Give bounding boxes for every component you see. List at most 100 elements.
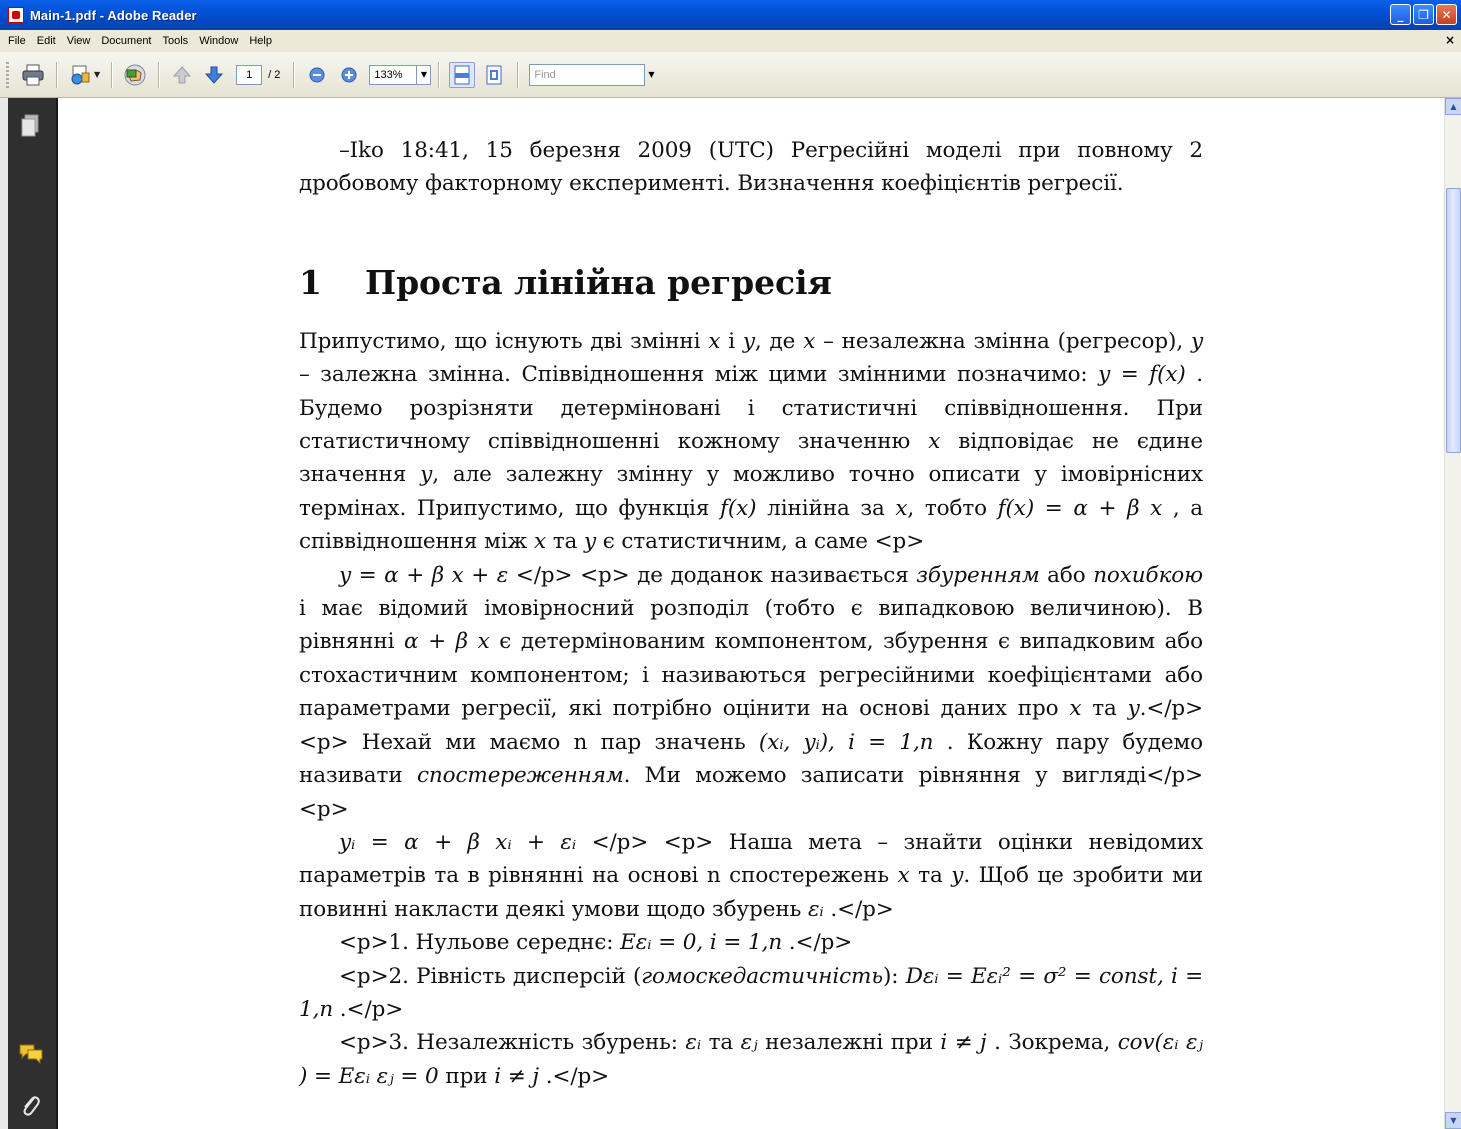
toolbar-separator — [56, 61, 57, 88]
text-run: і — [720, 328, 743, 354]
math-run: εⱼ — [740, 1030, 758, 1056]
math-run: x — [708, 328, 721, 354]
math-run: y — [1127, 696, 1140, 722]
text-run: лінійна за — [756, 495, 896, 521]
menu-document[interactable]: Document — [101, 35, 152, 47]
document-viewport[interactable]: –Iko 18:41, 15 березня 2009 (UTC) Регрес… — [58, 98, 1444, 1129]
zoom-level-field[interactable]: 133% — [369, 64, 418, 85]
zoom-out-icon[interactable] — [304, 62, 330, 88]
math-run: y — [420, 462, 433, 488]
scroll-down-icon[interactable]: ▼ — [1445, 1112, 1461, 1129]
math-run: x — [803, 328, 816, 354]
section-number: 1 — [299, 262, 322, 302]
menu-help[interactable]: Help — [249, 35, 272, 47]
emphasis-run: похибкою — [1093, 562, 1203, 588]
printer-icon[interactable] — [20, 62, 46, 88]
fit-page-icon[interactable] — [481, 62, 507, 88]
scrollbar-thumb[interactable] — [1446, 188, 1461, 453]
pages-panel-icon[interactable] — [20, 114, 40, 143]
page-number-input[interactable]: 1 — [236, 64, 263, 85]
toolbar-separator — [158, 61, 160, 88]
text-run: .</p> — [823, 896, 894, 922]
text-run: – залежна змінна. Співвідношення між цим… — [299, 362, 1099, 388]
email-icon[interactable] — [67, 62, 93, 88]
text-run: .</p> — [782, 930, 853, 956]
title-bar: Main-1.pdf - Adobe Reader _ ❐ ✕ — [0, 0, 1461, 30]
menu-window[interactable]: Window — [199, 35, 239, 47]
window-title: Main-1.pdf - Adobe Reader — [30, 7, 197, 23]
find-input[interactable]: Find — [529, 63, 646, 86]
find-dropdown-icon[interactable]: ▼ — [648, 70, 655, 79]
math-run: y = α + β x + ε — [339, 562, 509, 588]
navigation-panel — [0, 98, 58, 1129]
menu-view[interactable]: View — [66, 35, 91, 47]
text-run: . Кожну пару будемо називати — [299, 729, 1203, 789]
text-run: при — [438, 1063, 495, 1089]
text-run: . Будемо розрізняти детерміновані і стат… — [299, 362, 1204, 455]
math-run: Eεᵢ = 0, i = 1,n — [620, 930, 783, 956]
zoom-dropdown-icon[interactable]: ▼ — [417, 64, 432, 85]
text-run: або — [1039, 562, 1094, 588]
toolbar-separator — [517, 61, 519, 88]
math-run: cov(εᵢ εⱼ ) = Eεᵢ εⱼ = 0 — [299, 1030, 1203, 1089]
math-run: y — [1190, 328, 1204, 354]
menu-tools[interactable]: Tools — [162, 35, 189, 47]
math-run: y — [951, 863, 964, 889]
vertical-scrollbar[interactable]: ▲ ▼ — [1444, 98, 1461, 1129]
paragraph-4: <p>1. Нульове середнє: Eεᵢ = 0, i = 1,n … — [299, 926, 1203, 959]
text-run: і має відомий імовірносний розподіл (тоб… — [299, 596, 1203, 655]
math-run: x — [928, 429, 941, 455]
text-run: Припустимо, що існують дві змінні — [299, 328, 709, 354]
math-run: f(x) — [719, 495, 757, 521]
hand-tool-icon[interactable] — [122, 62, 148, 88]
next-page-icon[interactable] — [201, 62, 227, 88]
attachments-icon[interactable] — [20, 1092, 40, 1123]
math-run: Dεᵢ = Eεᵢ² = σ² = const, i = 1,n — [299, 963, 1203, 1022]
menu-file[interactable]: File — [8, 35, 26, 47]
minimize-button[interactable]: _ — [1390, 4, 1411, 25]
email-dropdown-icon[interactable]: ▼ — [94, 70, 101, 79]
adobe-reader-app-icon — [8, 7, 24, 23]
emphasis-run: спостереженням — [416, 763, 624, 789]
text-run: </p> <p> де доданок називається — [508, 562, 917, 588]
paragraph-2: y = α + β x + ε </p> <p> де доданок нази… — [299, 559, 1203, 826]
math-run: εᵢ — [685, 1030, 702, 1056]
scroll-up-icon[interactable]: ▲ — [1445, 98, 1461, 115]
math-run: yᵢ = α + β xᵢ + εᵢ — [339, 829, 577, 855]
emphasis-run: гомоскедастичність — [641, 963, 883, 989]
text-run: та — [1081, 696, 1128, 722]
text-run: відповідає не єдине значення — [299, 429, 1203, 488]
text-run: . Щоб це зробити ми повинні накласти дея… — [299, 863, 1203, 922]
math-run: y = f(x) — [1098, 362, 1186, 388]
previous-page-icon[interactable] — [169, 62, 195, 88]
menu-edit[interactable]: Edit — [36, 35, 56, 47]
text-run: . Ми можемо записати рівняння у вигляді<… — [299, 763, 1203, 822]
text-run: , але залежну змінну у можливо точно опи… — [299, 462, 1203, 521]
text-run: .</p> — [333, 996, 404, 1022]
text-run: , де — [754, 328, 804, 354]
text-run: .</p> — [538, 1063, 610, 1089]
close-button[interactable]: ✕ — [1436, 4, 1457, 25]
zoom-in-icon[interactable] — [336, 62, 362, 88]
document-close-icon[interactable]: × — [1444, 33, 1455, 47]
math-run: x — [897, 863, 910, 889]
text-run: та — [545, 529, 584, 555]
emphasis-run: збуренням — [916, 562, 1040, 588]
paragraph-3: yᵢ = α + β xᵢ + εᵢ </p> <p> Наша мета – … — [299, 826, 1203, 926]
math-run: f(x) = α + β x — [997, 495, 1163, 521]
section-heading: 1 Проста лінійна регресія — [299, 263, 1203, 303]
section-title: Проста лінійна регресія — [365, 262, 832, 302]
fit-width-icon[interactable] — [449, 61, 476, 88]
pdf-page: –Iko 18:41, 15 березня 2009 (UTC) Регрес… — [299, 134, 1203, 1093]
math-run: x — [895, 495, 908, 521]
paragraph-5: <p>2. Рівність дисперсій (гомоскедастичн… — [299, 960, 1203, 1027]
comments-icon[interactable] — [18, 1042, 44, 1069]
text-run: ): — [882, 963, 906, 989]
text-run: . Зокрема, — [986, 1030, 1118, 1056]
toolbar: ▼ 1 / 2 133% ▼ Find ▼ — [0, 52, 1461, 98]
restore-button[interactable]: ❐ — [1413, 4, 1434, 25]
page-total: / 2 — [268, 68, 281, 81]
toolbar-grip[interactable] — [6, 61, 9, 88]
text-run: .</p> <p> Нехай ми маємо n пар значень — [299, 696, 1203, 755]
text-run: <p>2. Рівність дисперсій ( — [339, 963, 642, 989]
